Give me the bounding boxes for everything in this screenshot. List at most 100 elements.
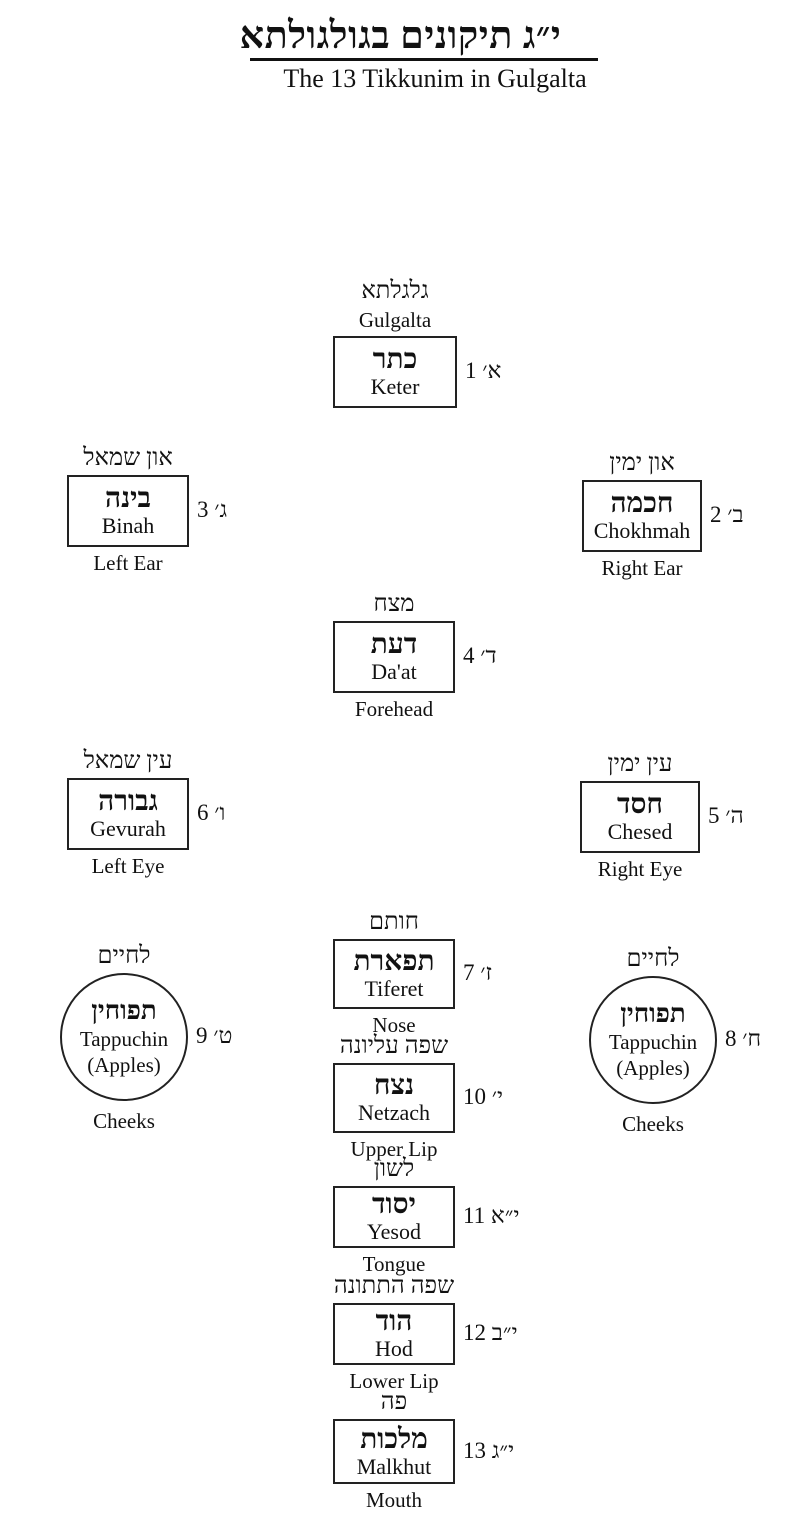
- top-hebrew-label: שפה התתונה: [333, 1273, 455, 1299]
- tikkun-number-digit: 7: [463, 960, 475, 985]
- tikkun-number: 12 י״ב: [463, 1320, 518, 1346]
- body-part-label: Tongue: [362, 1252, 426, 1276]
- sefirah-hebrew-name: גבורה: [98, 786, 158, 817]
- sefirah-english-name: Keter: [370, 374, 420, 399]
- sefirah-english-subtitle: (Apples): [616, 1056, 690, 1080]
- sefirah-english-name: Gevurah: [90, 816, 166, 841]
- tikkun-number-digit: 6: [197, 800, 209, 825]
- tikkun-number: 10 י׳: [463, 1084, 503, 1110]
- tikkun-number-hebrew-letter: ג׳: [214, 497, 228, 522]
- tikkun-number-digit: 11: [463, 1203, 486, 1228]
- body-part-label: Right Eye: [597, 857, 683, 881]
- top-english-label: Gulgalta: [358, 308, 432, 332]
- top-hebrew-label: עין שמאל: [83, 748, 173, 774]
- body-part-label: Upper Lip: [350, 1137, 438, 1161]
- sefirah-hebrew-name: נצח: [373, 1070, 415, 1101]
- tikkun-number-hebrew-letter: ט׳: [213, 1023, 233, 1048]
- title-underline: [250, 58, 598, 61]
- tikkun-number: 3 ג׳: [197, 497, 227, 523]
- sefirah-hebrew-name: כתר: [372, 344, 418, 375]
- sefirah-english-name: Hod: [375, 1336, 413, 1361]
- tikkun-number: 1 א׳: [465, 358, 501, 384]
- sefirah-english-subtitle: (Apples): [87, 1053, 161, 1077]
- tikkun-number: 7 ז׳: [463, 960, 492, 986]
- tikkun-number-digit: 5: [708, 803, 720, 828]
- tikkun-number: 9 ט׳: [196, 1023, 232, 1049]
- title-english: The 13 Tikkunim in Gulgalta: [283, 64, 587, 93]
- tikkun-number-hebrew-letter: ז׳: [480, 960, 492, 985]
- tikkun-number-hebrew-letter: ד׳: [480, 643, 497, 668]
- body-part-label: Cheeks: [93, 1109, 155, 1133]
- sefirah-english-name: Tappuchin: [79, 1027, 169, 1051]
- sefirah-english-name: Da'at: [371, 659, 417, 684]
- top-hebrew-label: חותם: [369, 909, 419, 935]
- top-hebrew-label: און שמאל: [83, 445, 173, 471]
- tikkun-number-digit: 12: [463, 1320, 486, 1345]
- body-part-label: Cheeks: [622, 1112, 684, 1136]
- tikkun-number-digit: 1: [465, 358, 477, 383]
- sefirah-english-name: Tappuchin: [608, 1030, 698, 1054]
- top-hebrew-label: שפה עליונה: [339, 1033, 449, 1059]
- tikkun-number-hebrew-letter: ב׳: [727, 502, 744, 527]
- tikkun-number-digit: 8: [725, 1026, 737, 1051]
- tikkun-number-hebrew-letter: י׳: [491, 1084, 504, 1109]
- tikkun-number-hebrew-letter: ה׳: [725, 803, 744, 828]
- body-part-label: Right Ear: [601, 556, 683, 580]
- sefirah-hebrew-name: חכמה: [610, 488, 674, 519]
- tikkun-number-digit: 2: [710, 502, 722, 527]
- body-part-label: Forehead: [354, 697, 434, 721]
- tikkun-number: 13 י״ג: [463, 1438, 514, 1464]
- sefirah-english-name: Chesed: [607, 819, 673, 844]
- sefirah-english-name: Tiferet: [364, 976, 424, 1001]
- tikkun-number: 2 ב׳: [710, 502, 744, 528]
- sefirah-hebrew-name: תפארת: [353, 946, 435, 977]
- sefirah-english-name: Malkhut: [356, 1453, 432, 1479]
- body-part-label: Lower Lip: [349, 1369, 439, 1393]
- top-hebrew-label: גלגלתא: [361, 278, 429, 304]
- tikkun-number: 8 ח׳: [725, 1026, 761, 1052]
- sefirah-hebrew-name: דעת: [370, 629, 418, 660]
- top-hebrew-label: מצח: [373, 591, 415, 617]
- tikkun-number-digit: 3: [197, 497, 209, 522]
- top-hebrew-label: פה: [380, 1389, 408, 1415]
- tikkun-number-hebrew-letter: ו׳: [214, 800, 226, 825]
- top-hebrew-label: עין ימין: [607, 751, 673, 777]
- sefirah-hebrew-name: מלכות: [360, 1423, 428, 1455]
- tikkun-number-digit: 10: [463, 1084, 486, 1109]
- body-part-label: Left Eye: [91, 854, 165, 878]
- tikkun-number: 6 ו׳: [197, 800, 225, 826]
- sefirah-hebrew-name: תפוחין: [91, 996, 157, 1025]
- sefirah-english-name: Binah: [101, 513, 155, 538]
- sefirah-english-name: Yesod: [366, 1219, 421, 1244]
- tikkun-number-hebrew-letter: י״ב: [491, 1320, 518, 1345]
- tikkun-number: 5 ה׳: [708, 803, 744, 829]
- sefirah-hebrew-name: חסד: [617, 789, 663, 820]
- top-hebrew-label: לשון: [373, 1156, 415, 1182]
- body-part-label: Mouth: [365, 1488, 423, 1512]
- tikkun-number-hebrew-letter: א׳: [482, 358, 502, 383]
- sefirah-english-name: Chokhmah: [593, 518, 691, 543]
- sefirah-hebrew-name: תפוחין: [620, 999, 686, 1028]
- tikkun-number: 4 ד׳: [463, 643, 497, 669]
- tikkun-number-hebrew-letter: י״ג: [491, 1437, 515, 1463]
- body-part-label: Nose: [372, 1013, 416, 1037]
- tikkun-number-hebrew-letter: י״א: [490, 1203, 520, 1228]
- sefirah-hebrew-name: הוד: [375, 1306, 413, 1337]
- title-hebrew: י״ג תיקונים בגולגולתא: [239, 15, 562, 57]
- tikkun-number: 11 י״א: [463, 1203, 519, 1229]
- top-hebrew-label: לחיים: [97, 943, 151, 969]
- tikkun-number-digit: 9: [196, 1023, 208, 1048]
- top-hebrew-label: לחיים: [626, 946, 680, 972]
- tikkun-number-hebrew-letter: ח׳: [742, 1026, 762, 1051]
